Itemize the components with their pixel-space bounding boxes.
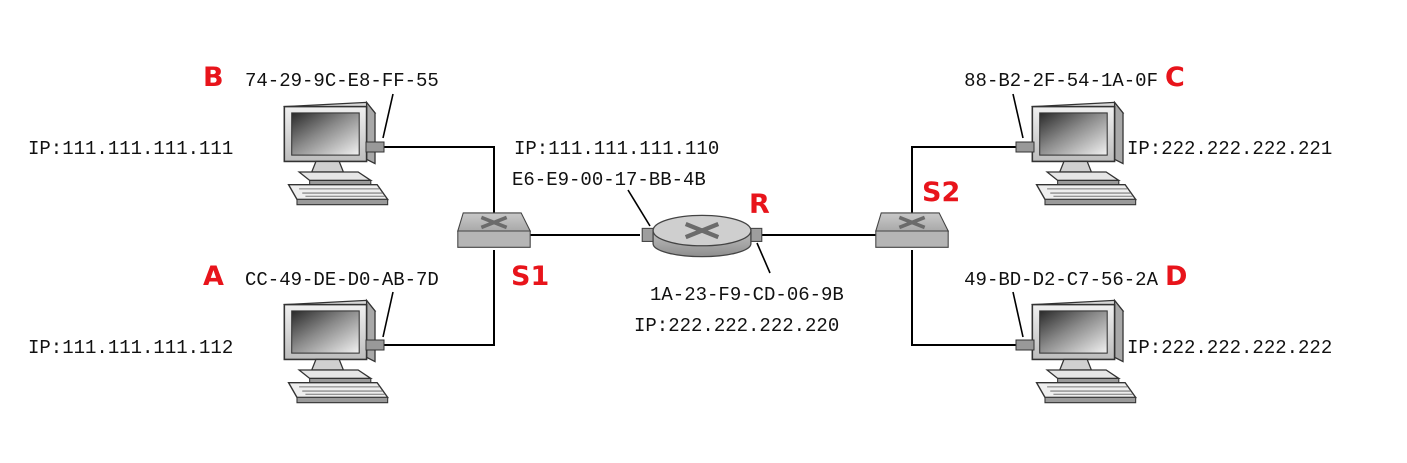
host-c-label: C: [1165, 62, 1185, 93]
router-left-ip: IP:111.111.111.110: [514, 138, 719, 160]
host-d-ip: IP:222.222.222.222: [1127, 337, 1332, 359]
host-a-ip: IP:111.111.111.112: [28, 337, 233, 359]
host-d-port: [1015, 339, 1035, 351]
computer-icon: [283, 299, 389, 404]
router-right-ip: IP:222.222.222.220: [634, 315, 839, 337]
router-left-mac: E6-E9-00-17-BB-4B: [512, 169, 706, 191]
host-c-mac: 88-B2-2F-54-1A-0F: [964, 70, 1158, 92]
host-d-label: D: [1165, 261, 1187, 292]
computer-icon: [1031, 101, 1137, 206]
computer-icon: [1031, 299, 1137, 404]
pointer-c-mac: [1012, 93, 1024, 139]
host-a-mac: CC-49-DE-D0-AB-7D: [245, 269, 439, 291]
pointer-d-mac: [1012, 291, 1024, 338]
router-icon[interactable]: [642, 215, 762, 256]
host-c[interactable]: [1015, 101, 1137, 206]
link-a-s1: [384, 250, 495, 346]
host-c-ip: IP:222.222.222.221: [1127, 138, 1332, 160]
host-b-port: [365, 141, 385, 153]
host-c-port: [1015, 141, 1035, 153]
host-a-port: [365, 339, 385, 351]
host-d[interactable]: [1015, 299, 1137, 404]
switch-s1-icon[interactable]: [456, 210, 532, 250]
host-d-mac: 49-BD-D2-C7-56-2A: [964, 269, 1158, 291]
host-b-mac: 74-29-9C-E8-FF-55: [245, 70, 439, 92]
host-b-ip: IP:111.111.111.111: [28, 138, 233, 160]
link-b-s1: [384, 146, 495, 214]
links: [384, 146, 1018, 346]
router-right-mac: 1A-23-F9-CD-06-9B: [650, 284, 844, 306]
host-a-label: A: [203, 261, 224, 292]
switch-s1-label: S1: [511, 261, 549, 292]
router-label: R: [749, 189, 770, 220]
link-s2-c: [911, 146, 1018, 214]
pointer-r-left-mac: [627, 189, 651, 227]
pointer-a-mac: [382, 291, 394, 338]
link-s2-d: [911, 250, 1018, 346]
host-b[interactable]: [283, 101, 389, 206]
pointer-lines: [382, 93, 1024, 338]
host-b-label: B: [203, 62, 224, 93]
switch-s2-label: S2: [922, 177, 960, 208]
pointer-r-right-mac: [756, 242, 771, 274]
host-a[interactable]: [283, 299, 389, 404]
switch-s2-icon[interactable]: [874, 210, 950, 250]
pointer-b-mac: [382, 93, 394, 139]
computer-icon: [283, 101, 389, 206]
